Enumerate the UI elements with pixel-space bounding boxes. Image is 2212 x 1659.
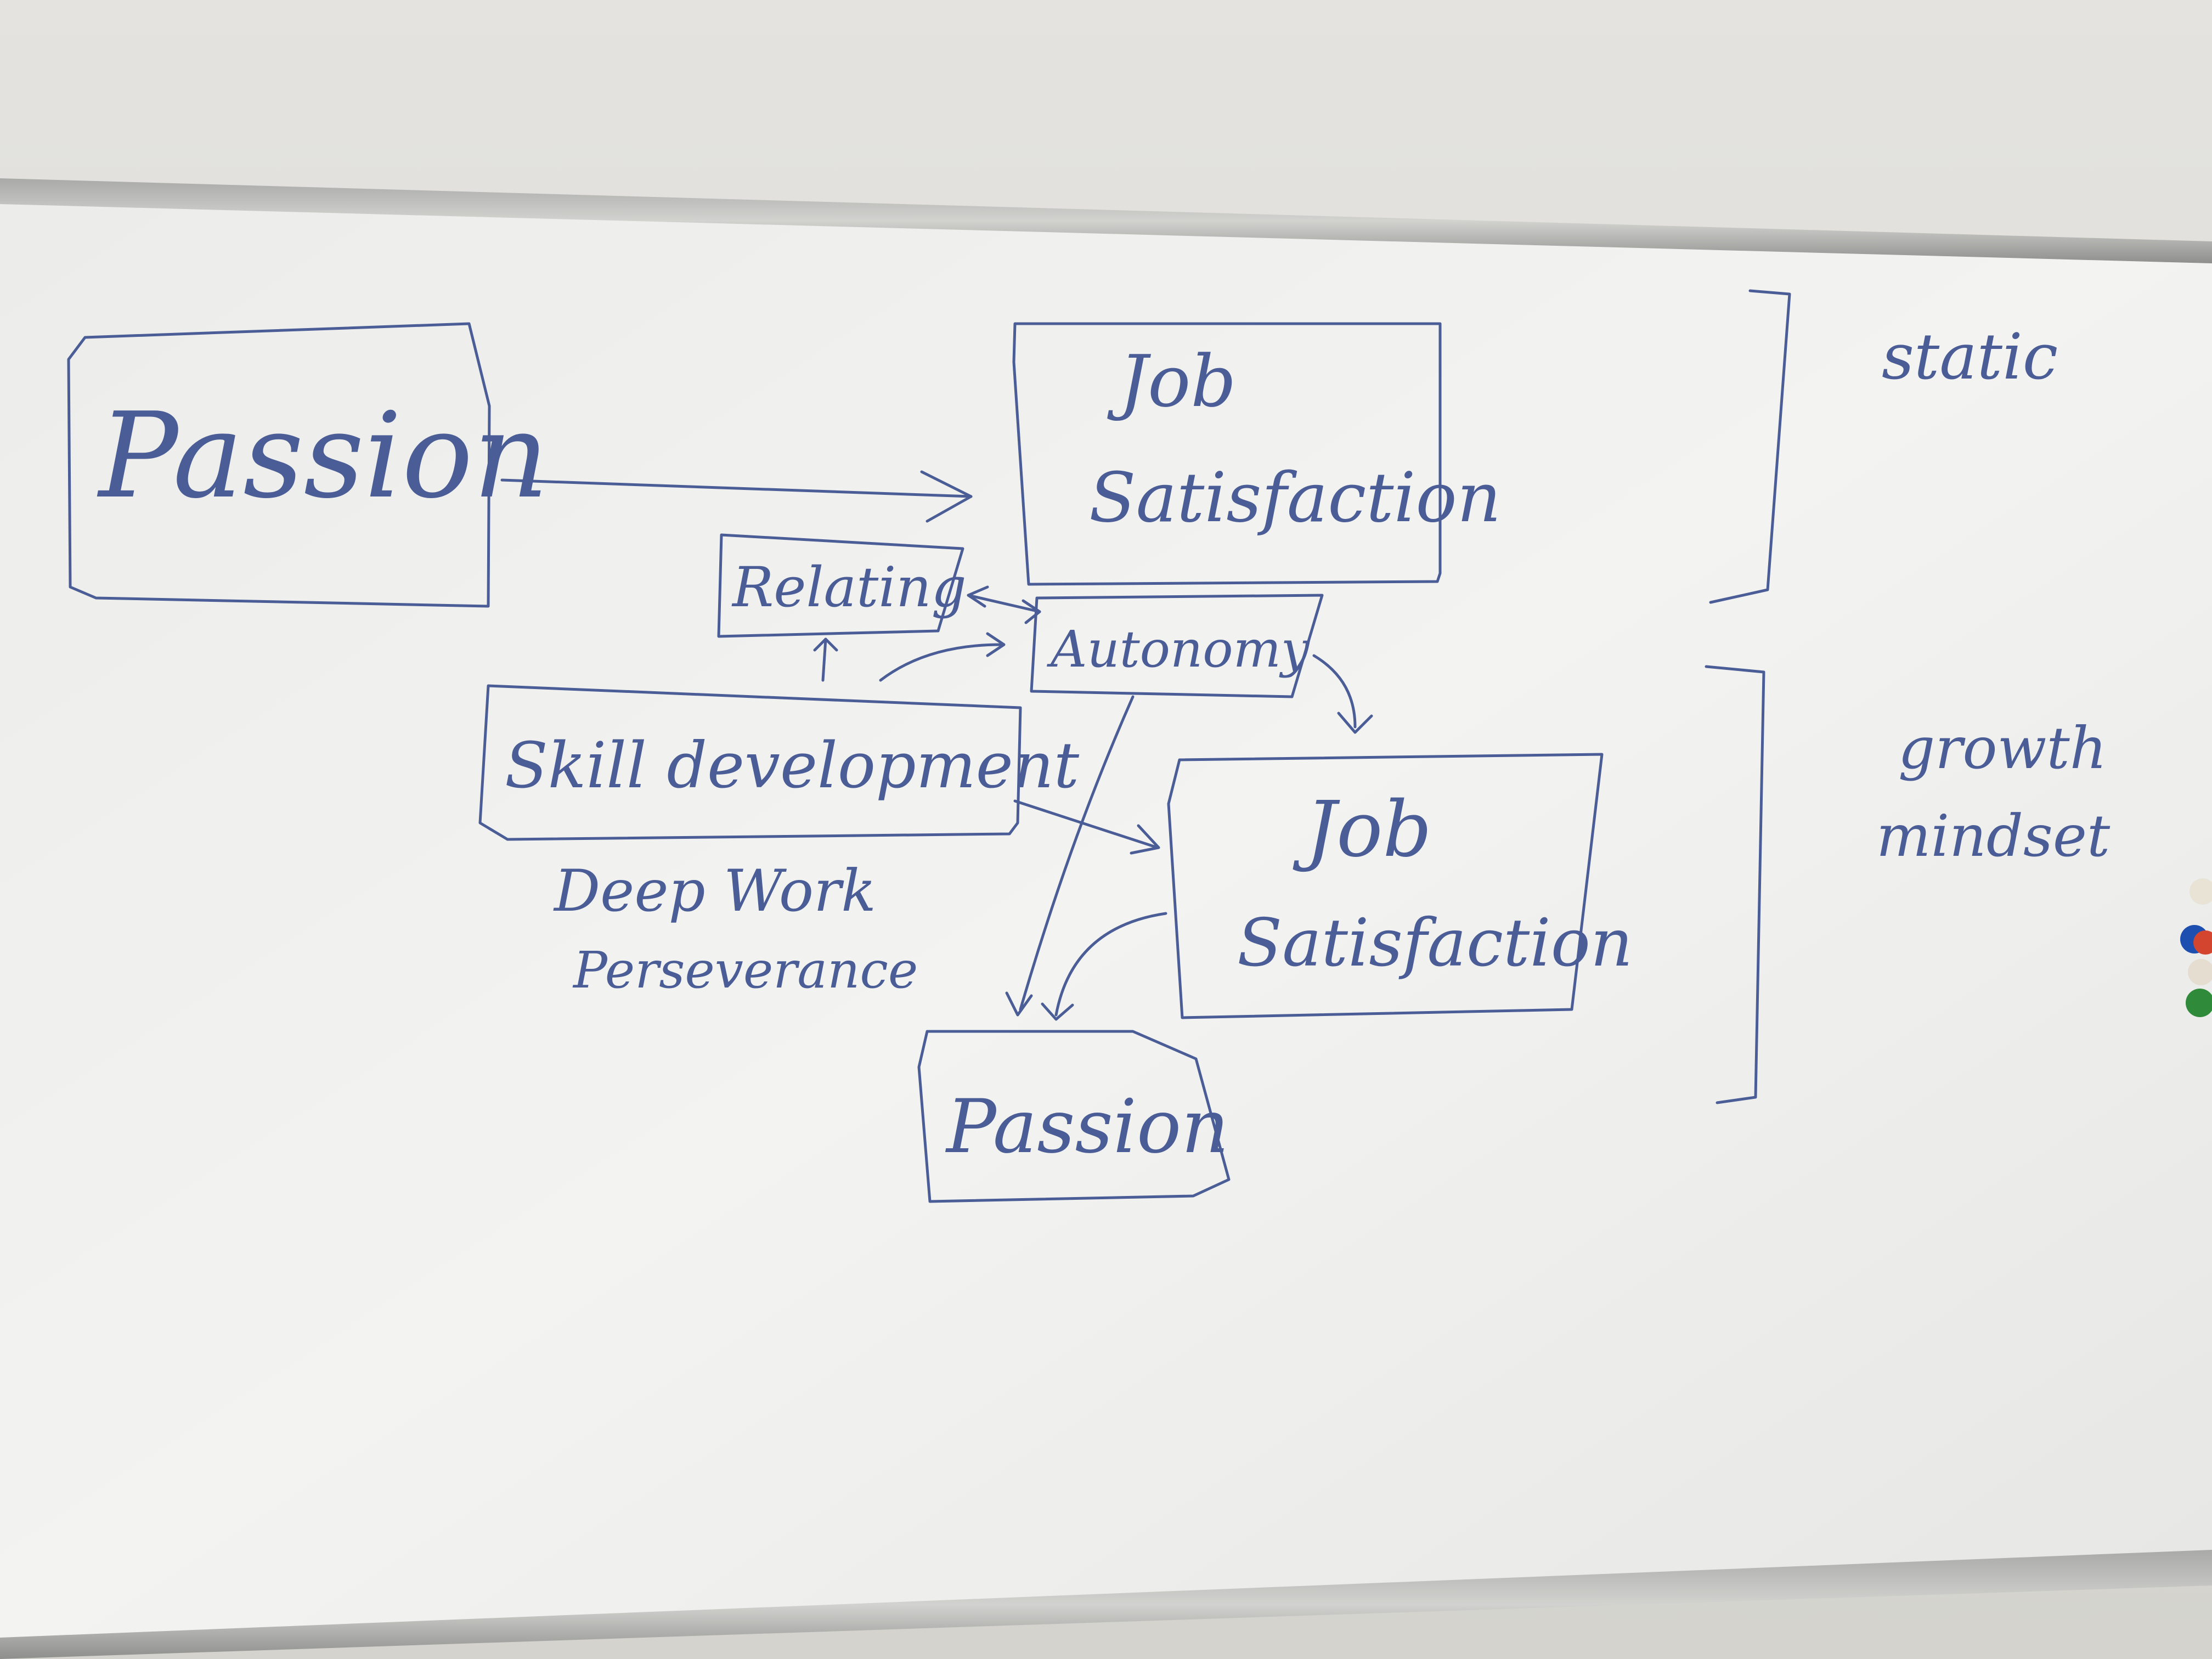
magnet-cream bbox=[2190, 878, 2212, 905]
relating-label: Relating bbox=[731, 555, 967, 619]
magnet-green bbox=[2186, 989, 2212, 1017]
growth-label: growth bbox=[1898, 715, 2107, 782]
handwritten-labels: Passion Job Satisfaction static Relating… bbox=[97, 320, 2111, 1170]
skill-development-box bbox=[478, 684, 1022, 841]
passion-label-top: Passion bbox=[97, 387, 549, 524]
arrow-autonomy-to-passion bbox=[1019, 695, 1135, 1011]
job-label-growth: Job bbox=[1293, 785, 1432, 874]
arrow-skill-to-autonomy bbox=[879, 643, 1003, 682]
arrowhead-to-relating bbox=[967, 585, 989, 608]
mindset-label: mindset bbox=[1876, 803, 2111, 870]
job-label-top: Job bbox=[1107, 340, 1237, 423]
arrow-skill-to-relating bbox=[821, 637, 827, 682]
static-bracket bbox=[1709, 289, 1791, 604]
passion-box-top bbox=[67, 322, 491, 608]
growth-mindset-bracket bbox=[1705, 665, 1765, 1104]
autonomy-box bbox=[1030, 594, 1324, 698]
whiteboard-top-frame bbox=[0, 178, 2212, 263]
job-satisfaction-box-growth bbox=[1167, 753, 1604, 1019]
arrowhead-skill-to-job bbox=[1130, 824, 1160, 855]
satisfaction-label-top: Satisfaction bbox=[1089, 458, 1501, 538]
arrowhead-skill-to-relating bbox=[813, 637, 838, 652]
relating-box bbox=[717, 533, 964, 638]
arrowhead-job-to-passion bbox=[1041, 1002, 1074, 1021]
diagram-strokes bbox=[67, 289, 1791, 1203]
magnets bbox=[2180, 878, 2212, 1017]
arrowhead-to-autonomy bbox=[1022, 599, 1041, 624]
satisfaction-label-growth: Satisfaction bbox=[1237, 905, 1633, 981]
job-satisfaction-box-top bbox=[1012, 322, 1442, 586]
whiteboard-bottom-frame bbox=[0, 1550, 2212, 1659]
arrow-autonomy-to-job bbox=[1312, 654, 1357, 729]
skill-development-label: Skill development bbox=[505, 729, 1080, 803]
arrowhead-skill-to-autonomy bbox=[986, 632, 1006, 657]
arrow-relating-autonomy bbox=[967, 594, 1041, 613]
perseverance-note: Perseverance bbox=[572, 941, 918, 1000]
arrowhead-autonomy-to-passion bbox=[1005, 991, 1033, 1017]
deep-work-note: Deep Work bbox=[553, 857, 876, 924]
arrowhead-autonomy-to-job bbox=[1337, 712, 1373, 734]
passion-label-bottom: Passion bbox=[945, 1084, 1229, 1170]
autonomy-label: Autonomy bbox=[1046, 620, 1310, 679]
arrow-passion-to-job bbox=[500, 478, 973, 498]
arrowhead-passion-to-job bbox=[920, 470, 973, 523]
arrow-skill-to-job bbox=[1013, 799, 1159, 849]
magnet-beige bbox=[2188, 959, 2212, 985]
passion-box-bottom bbox=[917, 1030, 1231, 1203]
static-label: static bbox=[1882, 320, 2058, 394]
magnet-red bbox=[2193, 930, 2212, 955]
arrow-job-to-passion bbox=[1054, 912, 1167, 1017]
whiteboard-surface bbox=[0, 200, 2212, 1640]
